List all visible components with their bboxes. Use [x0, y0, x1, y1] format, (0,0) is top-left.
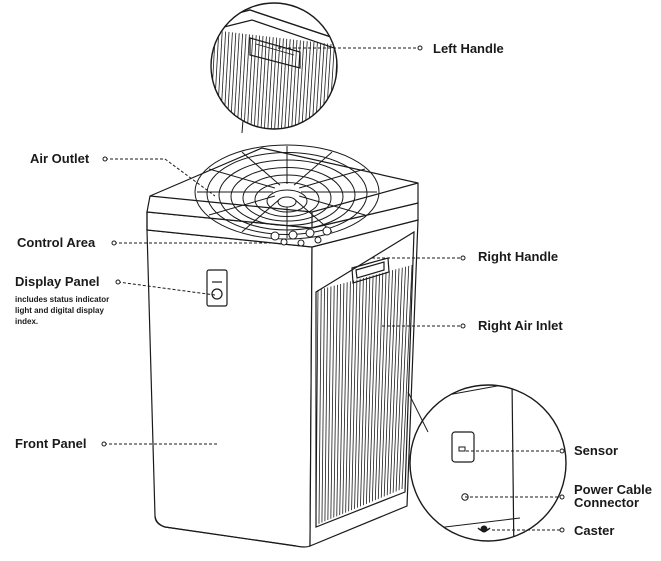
label-control-area: Control Area: [17, 235, 96, 250]
label-power-cable-connector: Connector: [574, 495, 639, 510]
label-display-panel: Display Panel: [15, 274, 100, 289]
leader-air-outlet-2: [164, 158, 216, 197]
front-panel: [146, 229, 313, 548]
label-right-air-inlet: Right Air Inlet: [478, 318, 563, 333]
label-front-panel: Front Panel: [15, 436, 87, 451]
label-power-cable: Power Cable: [574, 482, 653, 497]
label-right-handle: Right Handle: [478, 249, 559, 264]
label-display-panel-note-3: index.: [15, 317, 39, 326]
control-buttons: [270, 226, 332, 247]
left-handle-zoom: [210, 2, 338, 134]
label-display-panel-note-2: light and digital display: [15, 306, 104, 315]
label-display-panel-note-1: includes status indicator: [15, 295, 110, 304]
leader-display-panel: [117, 281, 216, 296]
label-caster: Caster: [574, 523, 615, 538]
label-left-handle: Left Handle: [433, 41, 504, 56]
air-inlet-slats: [315, 230, 415, 528]
base-detail-zoom: [407, 384, 567, 542]
display-panel-window: [206, 269, 228, 307]
label-sensor: Sensor: [574, 443, 619, 458]
label-air-outlet: Air Outlet: [30, 151, 90, 166]
